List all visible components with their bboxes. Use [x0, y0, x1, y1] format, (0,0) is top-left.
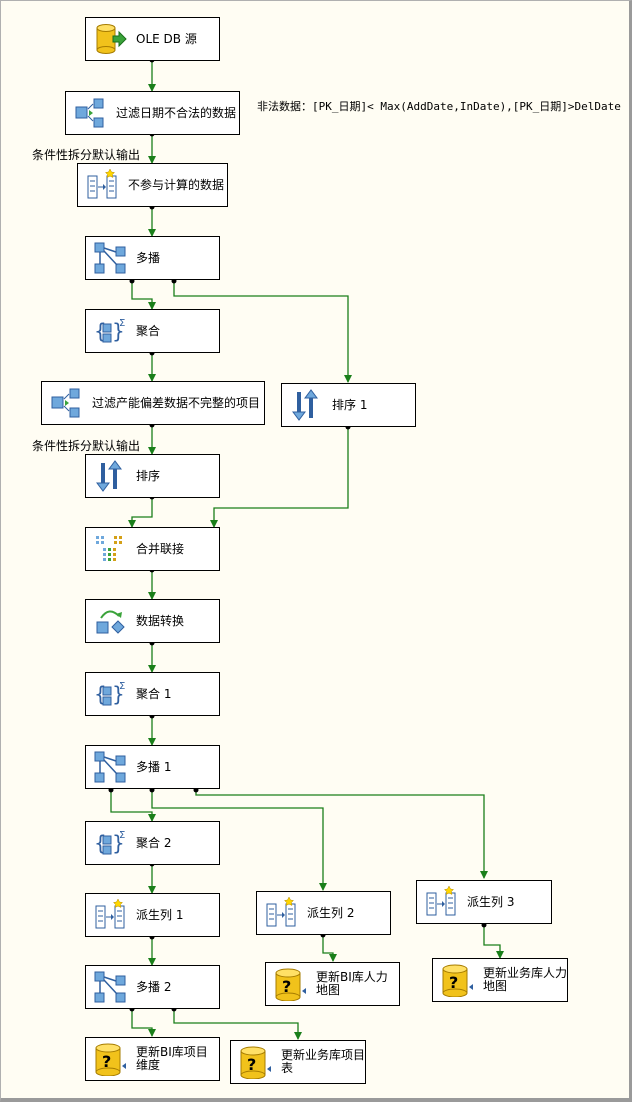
- dest-bi-project-dim-component[interactable]: ? 更新BI库项目维度: [85, 1037, 220, 1081]
- db-destination-icon: ?: [272, 966, 308, 1002]
- aggregate1-component[interactable]: {}Σ 聚合 1: [85, 672, 220, 716]
- path-sort1-to-merge: [210, 427, 349, 528]
- svg-text:}: }: [112, 682, 125, 706]
- svg-text:?: ?: [102, 1052, 111, 1071]
- component-label: 派生列 3: [467, 894, 515, 909]
- dest-biz-hr-map-component[interactable]: ? 更新业务库人力地图: [432, 958, 568, 1002]
- aggregate-icon: {}Σ: [92, 313, 128, 349]
- path-derived2-to-dest-bi-hr: [322, 935, 337, 962]
- derived-column1-component[interactable]: 派生列 1: [85, 893, 220, 937]
- multicast2-component[interactable]: 多播 2: [85, 965, 220, 1009]
- component-label: 聚合 2: [136, 835, 172, 850]
- sort-icon: [92, 458, 128, 494]
- component-label: 排序: [136, 468, 161, 483]
- db-destination-icon: ?: [237, 1044, 273, 1080]
- derived-column-icon: [423, 884, 459, 920]
- path-multicast-to-aggregate: [131, 280, 156, 310]
- filter-incomplete-component[interactable]: 过滤产能偏差数据不完整的项目: [41, 381, 265, 425]
- multicast-icon: [92, 240, 128, 276]
- component-label: 更新BI库人力地图: [316, 970, 388, 997]
- path-multicast1-to-aggregate2: [110, 789, 156, 822]
- data-conversion-icon: [92, 603, 128, 639]
- path-derived3-to-dest-biz-hr: [483, 925, 504, 959]
- db-destination-icon: ?: [439, 962, 475, 998]
- exclude-calc-component[interactable]: 不参与计算的数据: [77, 163, 228, 207]
- path-multicast-to-sort1: [173, 280, 352, 383]
- merge-join-icon: [92, 531, 128, 567]
- path-sort-to-merge: [128, 497, 153, 528]
- ole-db-source-component[interactable]: OLE DB 源: [85, 17, 220, 61]
- svg-text:?: ?: [449, 973, 458, 992]
- component-label: 更新BI库项目维度: [136, 1045, 208, 1072]
- derived-column-icon: [84, 167, 120, 203]
- derived-column-icon: [263, 895, 299, 931]
- multicast-component[interactable]: 多播: [85, 236, 220, 280]
- component-label: 更新业务库人力地图: [483, 966, 568, 993]
- component-label: 数据转换: [136, 613, 185, 628]
- multicast1-component[interactable]: 多播 1: [85, 745, 220, 789]
- derived-column2-component[interactable]: 派生列 2: [256, 891, 391, 935]
- conditional-split-icon: [72, 95, 108, 131]
- component-label: 聚合: [136, 323, 161, 338]
- svg-text:}: }: [112, 319, 125, 343]
- dest-bi-hr-map-component[interactable]: ? 更新BI库人力地图: [265, 962, 400, 1006]
- component-label: 更新业务库项目表: [281, 1048, 366, 1075]
- component-label: 不参与计算的数据: [128, 177, 225, 192]
- sort-icon: [288, 387, 324, 423]
- derived-column-icon: [92, 897, 128, 933]
- path-multicast1-to-derived3: [195, 789, 488, 879]
- aggregate2-component[interactable]: {}Σ 聚合 2: [85, 821, 220, 865]
- svg-text:?: ?: [282, 977, 291, 996]
- component-label: 过滤产能偏差数据不完整的项目: [92, 395, 261, 410]
- component-label: 多播 2: [136, 979, 172, 994]
- db-source-icon: [92, 21, 128, 57]
- sort1-component[interactable]: 排序 1: [281, 383, 416, 427]
- multicast-icon: [92, 749, 128, 785]
- component-label: OLE DB 源: [136, 31, 197, 46]
- conditional-split-icon: [48, 385, 84, 421]
- path-label-default-output-1: 条件性拆分默认输出: [32, 148, 141, 162]
- path-label-default-output-2: 条件性拆分默认输出: [32, 439, 141, 453]
- path-multicast2-to-dest-bi-proj: [131, 1009, 156, 1037]
- db-destination-icon: ?: [92, 1041, 128, 1077]
- component-label: 过滤日期不合法的数据: [116, 105, 237, 120]
- aggregate-component[interactable]: {}Σ 聚合: [85, 309, 220, 353]
- merge-join-component[interactable]: 合并联接: [85, 527, 220, 571]
- svg-text:Σ: Σ: [119, 830, 125, 841]
- multicast-icon: [92, 969, 128, 1005]
- svg-text:Σ: Σ: [119, 681, 125, 692]
- derived-column3-component[interactable]: 派生列 3: [416, 880, 552, 924]
- path-multicast2-to-dest-biz-proj: [173, 1009, 302, 1040]
- dest-biz-project-table-component[interactable]: ? 更新业务库项目表: [230, 1040, 366, 1084]
- path-multicast1-to-derived2: [151, 789, 327, 891]
- svg-text:}: }: [112, 831, 125, 855]
- component-label: 派生列 1: [136, 907, 184, 922]
- aggregate-icon: {}Σ: [92, 825, 128, 861]
- svg-text:Σ: Σ: [119, 318, 125, 329]
- component-label: 派生列 2: [307, 905, 355, 920]
- component-label: 聚合 1: [136, 686, 172, 701]
- component-label: 合并联接: [136, 541, 185, 556]
- component-label: 多播 1: [136, 759, 172, 774]
- component-label: 多播: [136, 250, 161, 265]
- filter-date-component[interactable]: 过滤日期不合法的数据: [65, 91, 240, 135]
- sort-component[interactable]: 排序: [85, 454, 220, 498]
- aggregate-icon: {}Σ: [92, 676, 128, 712]
- svg-text:?: ?: [247, 1055, 256, 1074]
- data-conversion-component[interactable]: 数据转换: [85, 599, 220, 643]
- invalid-data-annotation: 非法数据：[PK_日期]< Max(AddDate,InDate),[PK_日期…: [257, 100, 621, 113]
- component-label: 排序 1: [332, 397, 368, 412]
